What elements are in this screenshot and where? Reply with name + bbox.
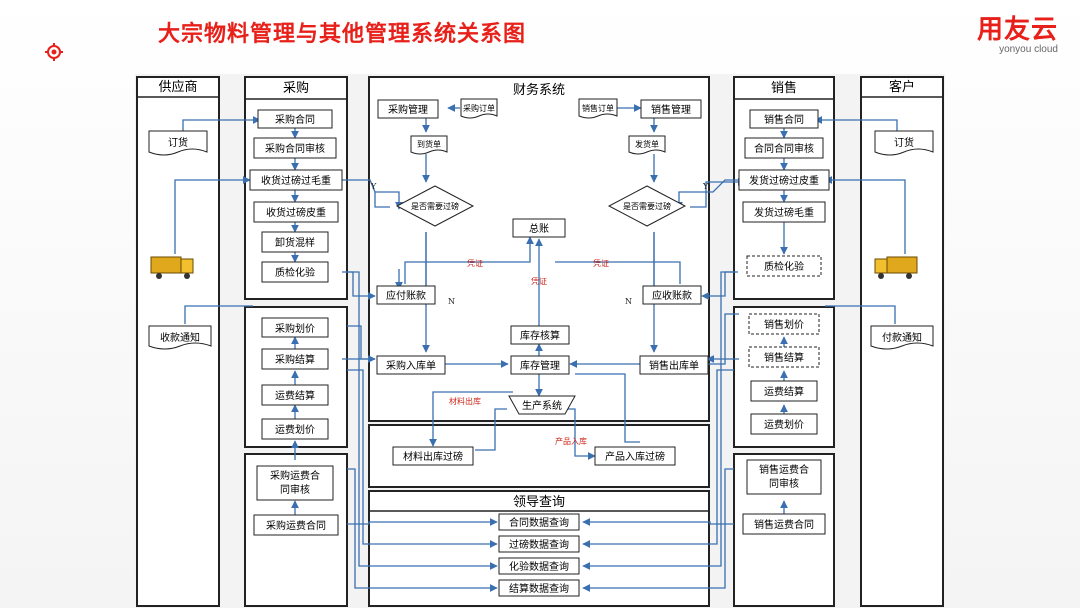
lane-title-supplier: 供应商 bbox=[158, 79, 197, 95]
sales-pricing: 销售划价 bbox=[764, 318, 804, 331]
product-in-label: 产品入库 bbox=[555, 436, 587, 446]
purchase-freight-settle: 运费结算 bbox=[275, 389, 315, 402]
slide-title: 大宗物料管理与其他管理系统关系图 bbox=[158, 22, 527, 47]
sales-weigh-tare: 发货过磅过皮重 bbox=[749, 174, 819, 187]
finance-purchase-in: 采购入库单 bbox=[386, 359, 436, 372]
leader-query-nodes: 合同数据查询 过磅数据查询 化验数据查询 结算数据查询 bbox=[498, 513, 580, 597]
finance-inventory-cost: 库存核算 bbox=[520, 329, 560, 342]
customer-payment-label: 付款通知 bbox=[882, 331, 922, 344]
purchase-weigh-tare: 收货过磅皮重 bbox=[266, 206, 326, 219]
finance-material-out-weigh: 材料出库过磅 bbox=[403, 450, 463, 463]
lane-title-customer: 客户 bbox=[889, 79, 915, 95]
sales-weigh-gross: 发货过磅毛重 bbox=[754, 206, 814, 219]
sales-contract: 销售合同 bbox=[764, 113, 804, 126]
purchase-qc: 质检化验 bbox=[275, 266, 315, 279]
leader-lab-query: 化验数据查询 bbox=[509, 560, 569, 573]
sales-freight-review-line1: 销售运费合 bbox=[759, 463, 809, 476]
decision-branch-labels: Y N Y N bbox=[370, 182, 709, 306]
purchase-weigh-gross: 收货过磅过毛重 bbox=[261, 174, 331, 187]
finance-delivery: 发货单 bbox=[635, 139, 659, 149]
sales-settle: 销售结算 bbox=[764, 351, 804, 364]
sales-qc: 质检化验 bbox=[764, 260, 804, 273]
supplier-truck-icon bbox=[150, 256, 194, 279]
red-annotations: 凭证 凭证 凭证 材料出库 产品入库 bbox=[449, 258, 609, 446]
supplier-receipt-label: 收款通知 bbox=[160, 331, 200, 344]
leader-contract-query: 合同数据查询 bbox=[509, 516, 569, 529]
customer-order-label: 订货 bbox=[894, 136, 914, 149]
lane-title-leader: 领导查询 bbox=[513, 495, 565, 510]
voucher-label-center: 凭证 bbox=[531, 276, 547, 286]
material-out-label: 材料出库 bbox=[449, 396, 481, 406]
sales-no-label: N bbox=[625, 297, 632, 306]
purchase-unload-sample: 卸货混样 bbox=[275, 236, 315, 249]
finance-arrival: 到货单 bbox=[417, 139, 441, 149]
finance-purchase-order: 采购订单 bbox=[463, 103, 495, 113]
sales-contract-review: 合同合同审核 bbox=[754, 142, 814, 155]
purchase-freight-review-line1: 采购运费合 bbox=[270, 469, 320, 482]
finance-ledger: 总账 bbox=[529, 222, 549, 235]
purchase-settle: 采购结算 bbox=[275, 353, 315, 366]
purchase-yes-label: Y bbox=[370, 182, 377, 191]
purchase-nodes: 采购合同 采购合同审核 收货过磅过毛重 收货过磅皮重 卸货混样 质检化验 采购划… bbox=[249, 109, 343, 536]
supplier-receipt-doc: 收款通知 bbox=[148, 325, 212, 350]
leader-weigh-query: 过磅数据查询 bbox=[509, 538, 569, 551]
finance-sales-order: 销售订单 bbox=[582, 103, 614, 113]
supplier-order-doc: 订货 bbox=[148, 130, 208, 156]
finance-sales-out: 销售出库单 bbox=[649, 359, 699, 372]
sales-nodes: 销售合同 合同合同审核 发货过磅过皮重 发货过磅毛重 质检化验 销售划价 销售结… bbox=[738, 109, 830, 535]
voucher-label-right: 凭证 bbox=[593, 258, 609, 268]
finance-production: 生产系统 bbox=[522, 399, 562, 412]
finance-receivable: 应收账款 bbox=[652, 289, 692, 302]
leader-settle-query: 结算数据查询 bbox=[509, 582, 569, 595]
system-relationship-diagram: 供应商 客户 采购 销售 财务系统 领导查询 bbox=[135, 74, 945, 608]
sales-freight-contract: 销售运费合同 bbox=[754, 518, 814, 531]
purchase-contract-review: 采购合同审核 bbox=[265, 142, 325, 155]
sales-freight-price: 运费划价 bbox=[764, 418, 804, 431]
purchase-freight-price: 运费划价 bbox=[275, 423, 315, 436]
finance-purchase-mgmt: 采购管理 bbox=[388, 103, 428, 116]
sales-freight-settle: 运费结算 bbox=[764, 385, 804, 398]
finance-product-in-weigh: 产品入库过磅 bbox=[605, 450, 665, 463]
purchase-contract: 采购合同 bbox=[275, 113, 315, 126]
finance-sales-mgmt: 销售管理 bbox=[651, 103, 691, 116]
purchase-freight-contract: 采购运费合同 bbox=[266, 519, 326, 532]
lane-title-sales: 销售 bbox=[771, 80, 797, 96]
purchase-pricing: 采购划价 bbox=[275, 322, 315, 335]
lane-title-purchase: 采购 bbox=[283, 80, 309, 96]
purchase-freight-review-line2: 同审核 bbox=[280, 483, 310, 496]
supplier-order-label: 订货 bbox=[168, 136, 188, 149]
target-icon bbox=[45, 43, 63, 61]
voucher-label-left: 凭证 bbox=[467, 258, 483, 268]
brand-logo: 用友云 yonyou cloud bbox=[977, 16, 1058, 55]
customer-order-doc: 订货 bbox=[874, 130, 934, 156]
logo-subtext: yonyou cloud bbox=[999, 44, 1058, 55]
finance-decide-sales: 是否需要过磅 bbox=[623, 201, 671, 211]
finance-decide-purchase: 是否需要过磅 bbox=[411, 201, 459, 211]
customer-payment-doc: 付款通知 bbox=[870, 325, 934, 350]
customer-truck-icon bbox=[874, 256, 918, 279]
finance-payable: 应付账款 bbox=[386, 289, 426, 302]
finance-nodes: 采购管理 采购订单 到货单 是否需要过磅 销售订单 销售管理 发货单 是否需要过… bbox=[376, 98, 709, 466]
logo-text: 用友云 bbox=[976, 15, 1058, 45]
finance-inventory-mgmt: 库存管理 bbox=[520, 359, 560, 372]
sales-yes-label: Y bbox=[702, 182, 709, 191]
purchase-no-label: N bbox=[448, 297, 455, 306]
diagram-canvas: 供应商 客户 采购 销售 财务系统 领导查询 bbox=[136, 76, 944, 607]
sales-freight-review-line2: 同审核 bbox=[769, 477, 799, 490]
lane-title-finance: 财务系统 bbox=[513, 82, 565, 98]
